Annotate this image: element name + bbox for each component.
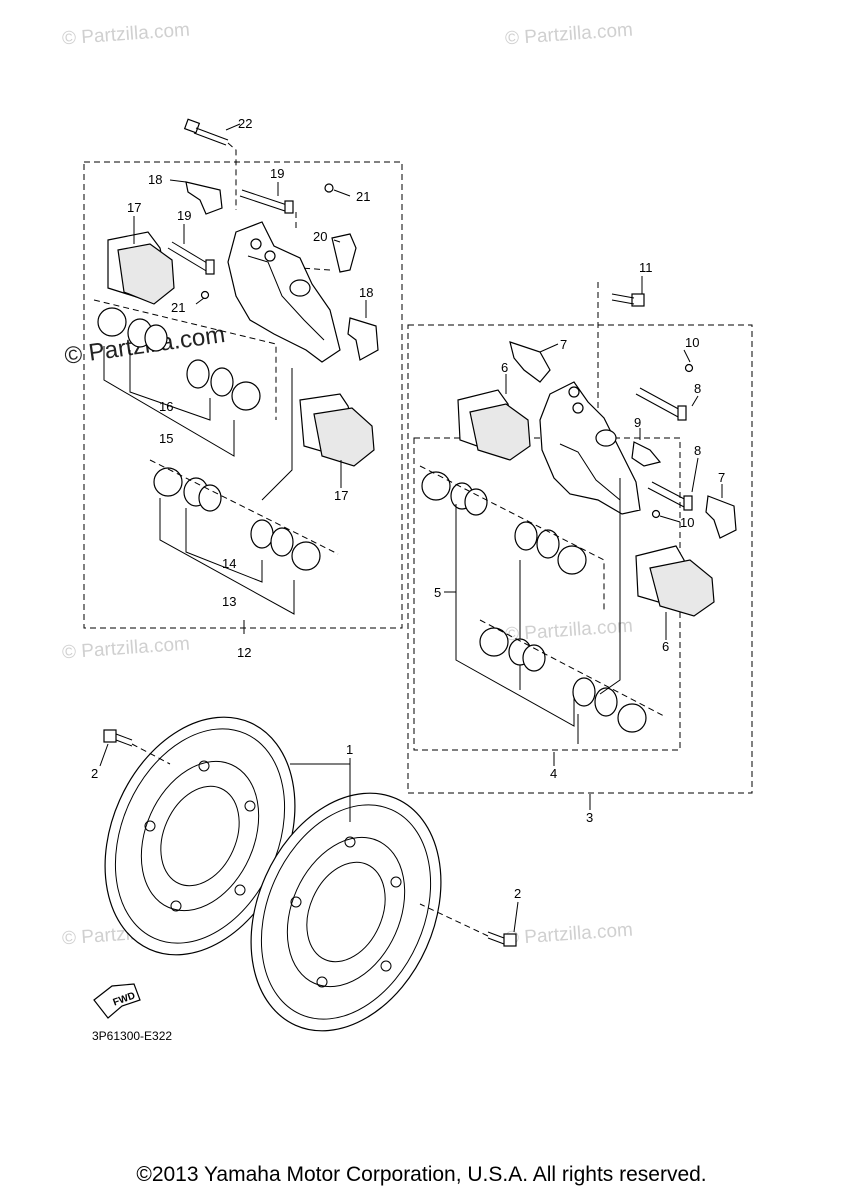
clip-10-lower xyxy=(651,509,661,519)
pad-spring-7-right xyxy=(705,495,737,539)
callout-13: 13 xyxy=(222,594,236,609)
callout-labels: 22 18 19 21 17 19 20 18 21 16 15 17 14 1… xyxy=(91,116,725,1043)
callout-8: 8 xyxy=(694,381,701,396)
piston-seal-set-upper-left xyxy=(93,299,277,457)
callout-11: 11 xyxy=(639,260,653,275)
pad-spring-7-top xyxy=(509,341,551,383)
piston-seal-set-upper-right xyxy=(419,465,605,727)
callout-18: 18 xyxy=(359,285,373,300)
brake-disc-right xyxy=(250,792,442,1032)
brake-pad-6-bottom xyxy=(635,545,715,617)
callout-16: 16 xyxy=(159,399,173,414)
diagram-code: 3P61300-E322 xyxy=(92,1029,172,1043)
pin-8-top xyxy=(635,387,687,421)
callout-7: 7 xyxy=(718,470,725,485)
callout-2: 2 xyxy=(514,886,521,901)
callout-6: 6 xyxy=(501,360,508,375)
callout-4: 4 xyxy=(550,766,557,781)
callout-14: 14 xyxy=(222,556,236,571)
disc-bolt-2-left xyxy=(103,729,171,765)
callout-17: 17 xyxy=(127,200,141,215)
brake-pad-17-left xyxy=(107,231,175,305)
callout-5: 5 xyxy=(434,585,441,600)
callout-21: 21 xyxy=(356,189,370,204)
callout-20: 20 xyxy=(313,229,327,244)
pin-19-top xyxy=(239,189,297,230)
pin-19-left xyxy=(167,241,215,275)
callout-2: 2 xyxy=(91,766,98,781)
caliper-assembly-right-box xyxy=(407,324,753,794)
clip-21-left xyxy=(200,290,210,300)
callout-22: 22 xyxy=(238,116,252,131)
forward-direction-icon: FWD xyxy=(93,983,141,1019)
callout-9: 9 xyxy=(634,415,641,430)
callout-15: 15 xyxy=(159,431,173,446)
callout-19: 19 xyxy=(270,166,284,181)
callout-1: 1 xyxy=(346,742,353,757)
callout-17: 17 xyxy=(334,488,348,503)
callout-3: 3 xyxy=(586,810,593,825)
callout-8: 8 xyxy=(694,443,701,458)
disc-bolt-2-right xyxy=(419,903,517,947)
callout-21: 21 xyxy=(171,300,185,315)
brake-pad-17-right xyxy=(299,393,375,467)
pad-spring-18-top xyxy=(185,181,223,215)
callout-12: 12 xyxy=(237,645,251,660)
copyright-notice: ©2013 Yamaha Motor Corporation, U.S.A. A… xyxy=(136,1163,707,1186)
clip-21-top xyxy=(324,183,334,193)
leader-lines xyxy=(99,123,723,933)
bolt-22 xyxy=(183,118,237,210)
callout-10: 10 xyxy=(685,335,699,350)
caliper-body-right xyxy=(539,381,641,515)
bolt-11 xyxy=(597,282,645,420)
callout-18: 18 xyxy=(148,172,162,187)
caliper-body-left xyxy=(227,221,341,363)
piston-seal-set-lower-right xyxy=(479,478,665,744)
caliper-assembly-left-box xyxy=(83,161,403,629)
bleeder-20 xyxy=(299,233,357,273)
clip-10-top xyxy=(684,363,694,373)
callout-19: 19 xyxy=(177,208,191,223)
pin-8-lower xyxy=(647,481,693,511)
piston-seal-set-lower-left xyxy=(149,368,339,615)
callout-7: 7 xyxy=(560,337,567,352)
callout-10: 10 xyxy=(680,515,694,530)
brake-pad-6-top xyxy=(457,389,531,461)
callout-6: 6 xyxy=(662,639,669,654)
pad-spring-18-right xyxy=(347,317,379,361)
bleeder-9 xyxy=(631,441,662,467)
